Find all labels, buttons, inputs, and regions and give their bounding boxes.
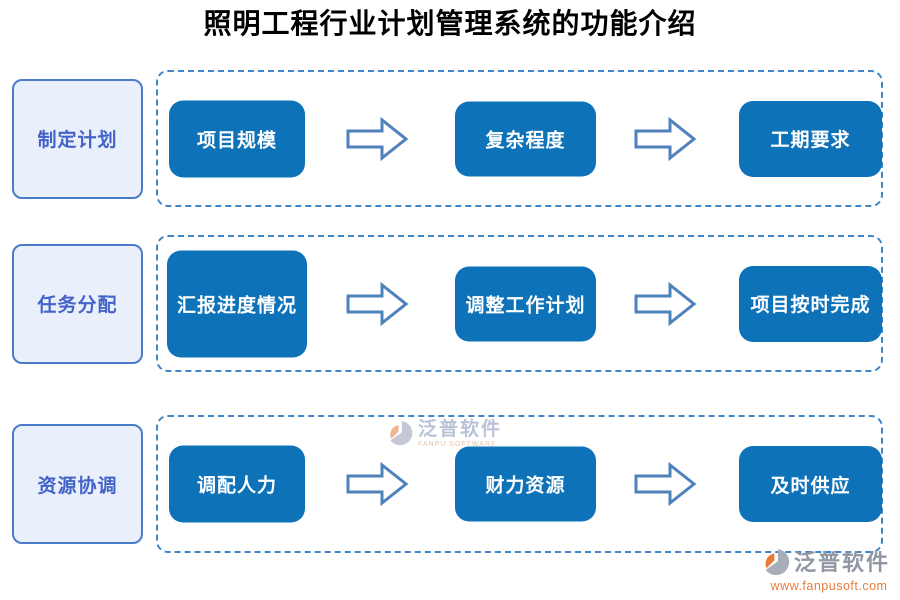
step-box: 项目规模 (169, 100, 305, 177)
watermark: 泛普软件 FANPU SOFTWARE (388, 419, 502, 449)
step-box: 汇报进度情况 (167, 250, 307, 357)
step-box: 调整工作计划 (455, 266, 596, 341)
row-label-plan: 制定计划 (12, 78, 143, 199)
step-box: 财力资源 (455, 446, 596, 522)
flow-container: 汇报进度情况 调整工作计划 项目按时完成 (156, 235, 883, 372)
right-arrow-icon (346, 116, 409, 161)
flow-row-plan: 制定计划 项目规模 复杂程度 工期要求 (0, 70, 900, 207)
watermark-subtext: FANPU SOFTWARE (418, 441, 497, 448)
right-arrow-icon (634, 116, 697, 161)
flow-row-resources: 资源协调 调配人力 财力资源 及时供应 (0, 415, 900, 553)
step-box: 项目按时完成 (739, 265, 882, 342)
step-box: 调配人力 (169, 445, 305, 523)
right-arrow-icon (634, 461, 697, 507)
right-arrow-icon (346, 281, 409, 326)
flow-container: 调配人力 财力资源 及时供应 (156, 415, 883, 553)
fanpu-logo-icon (765, 549, 790, 576)
flow-container: 项目规模 复杂程度 工期要求 (156, 70, 883, 207)
page-title: 照明工程行业计划管理系统的功能介绍 (203, 9, 697, 40)
row-label-resources: 资源协调 (12, 424, 143, 544)
flow-row-tasks: 任务分配 汇报进度情况 调整工作计划 项目按时完成 (0, 235, 900, 372)
right-arrow-icon (634, 281, 697, 326)
step-box: 工期要求 (739, 100, 882, 177)
watermark-brand: 泛普软件 (418, 419, 503, 440)
right-arrow-icon (346, 461, 409, 507)
row-label-tasks: 任务分配 (12, 243, 143, 364)
footer-logo: 泛普软件 www.fanpusoft.com (763, 547, 895, 593)
fanpu-logo-icon (390, 421, 413, 446)
step-box: 复杂程度 (455, 101, 596, 176)
footer-url: www.fanpusoft.com (770, 579, 888, 593)
footer-brand: 泛普软件 (794, 550, 891, 575)
step-box: 及时供应 (739, 446, 882, 522)
